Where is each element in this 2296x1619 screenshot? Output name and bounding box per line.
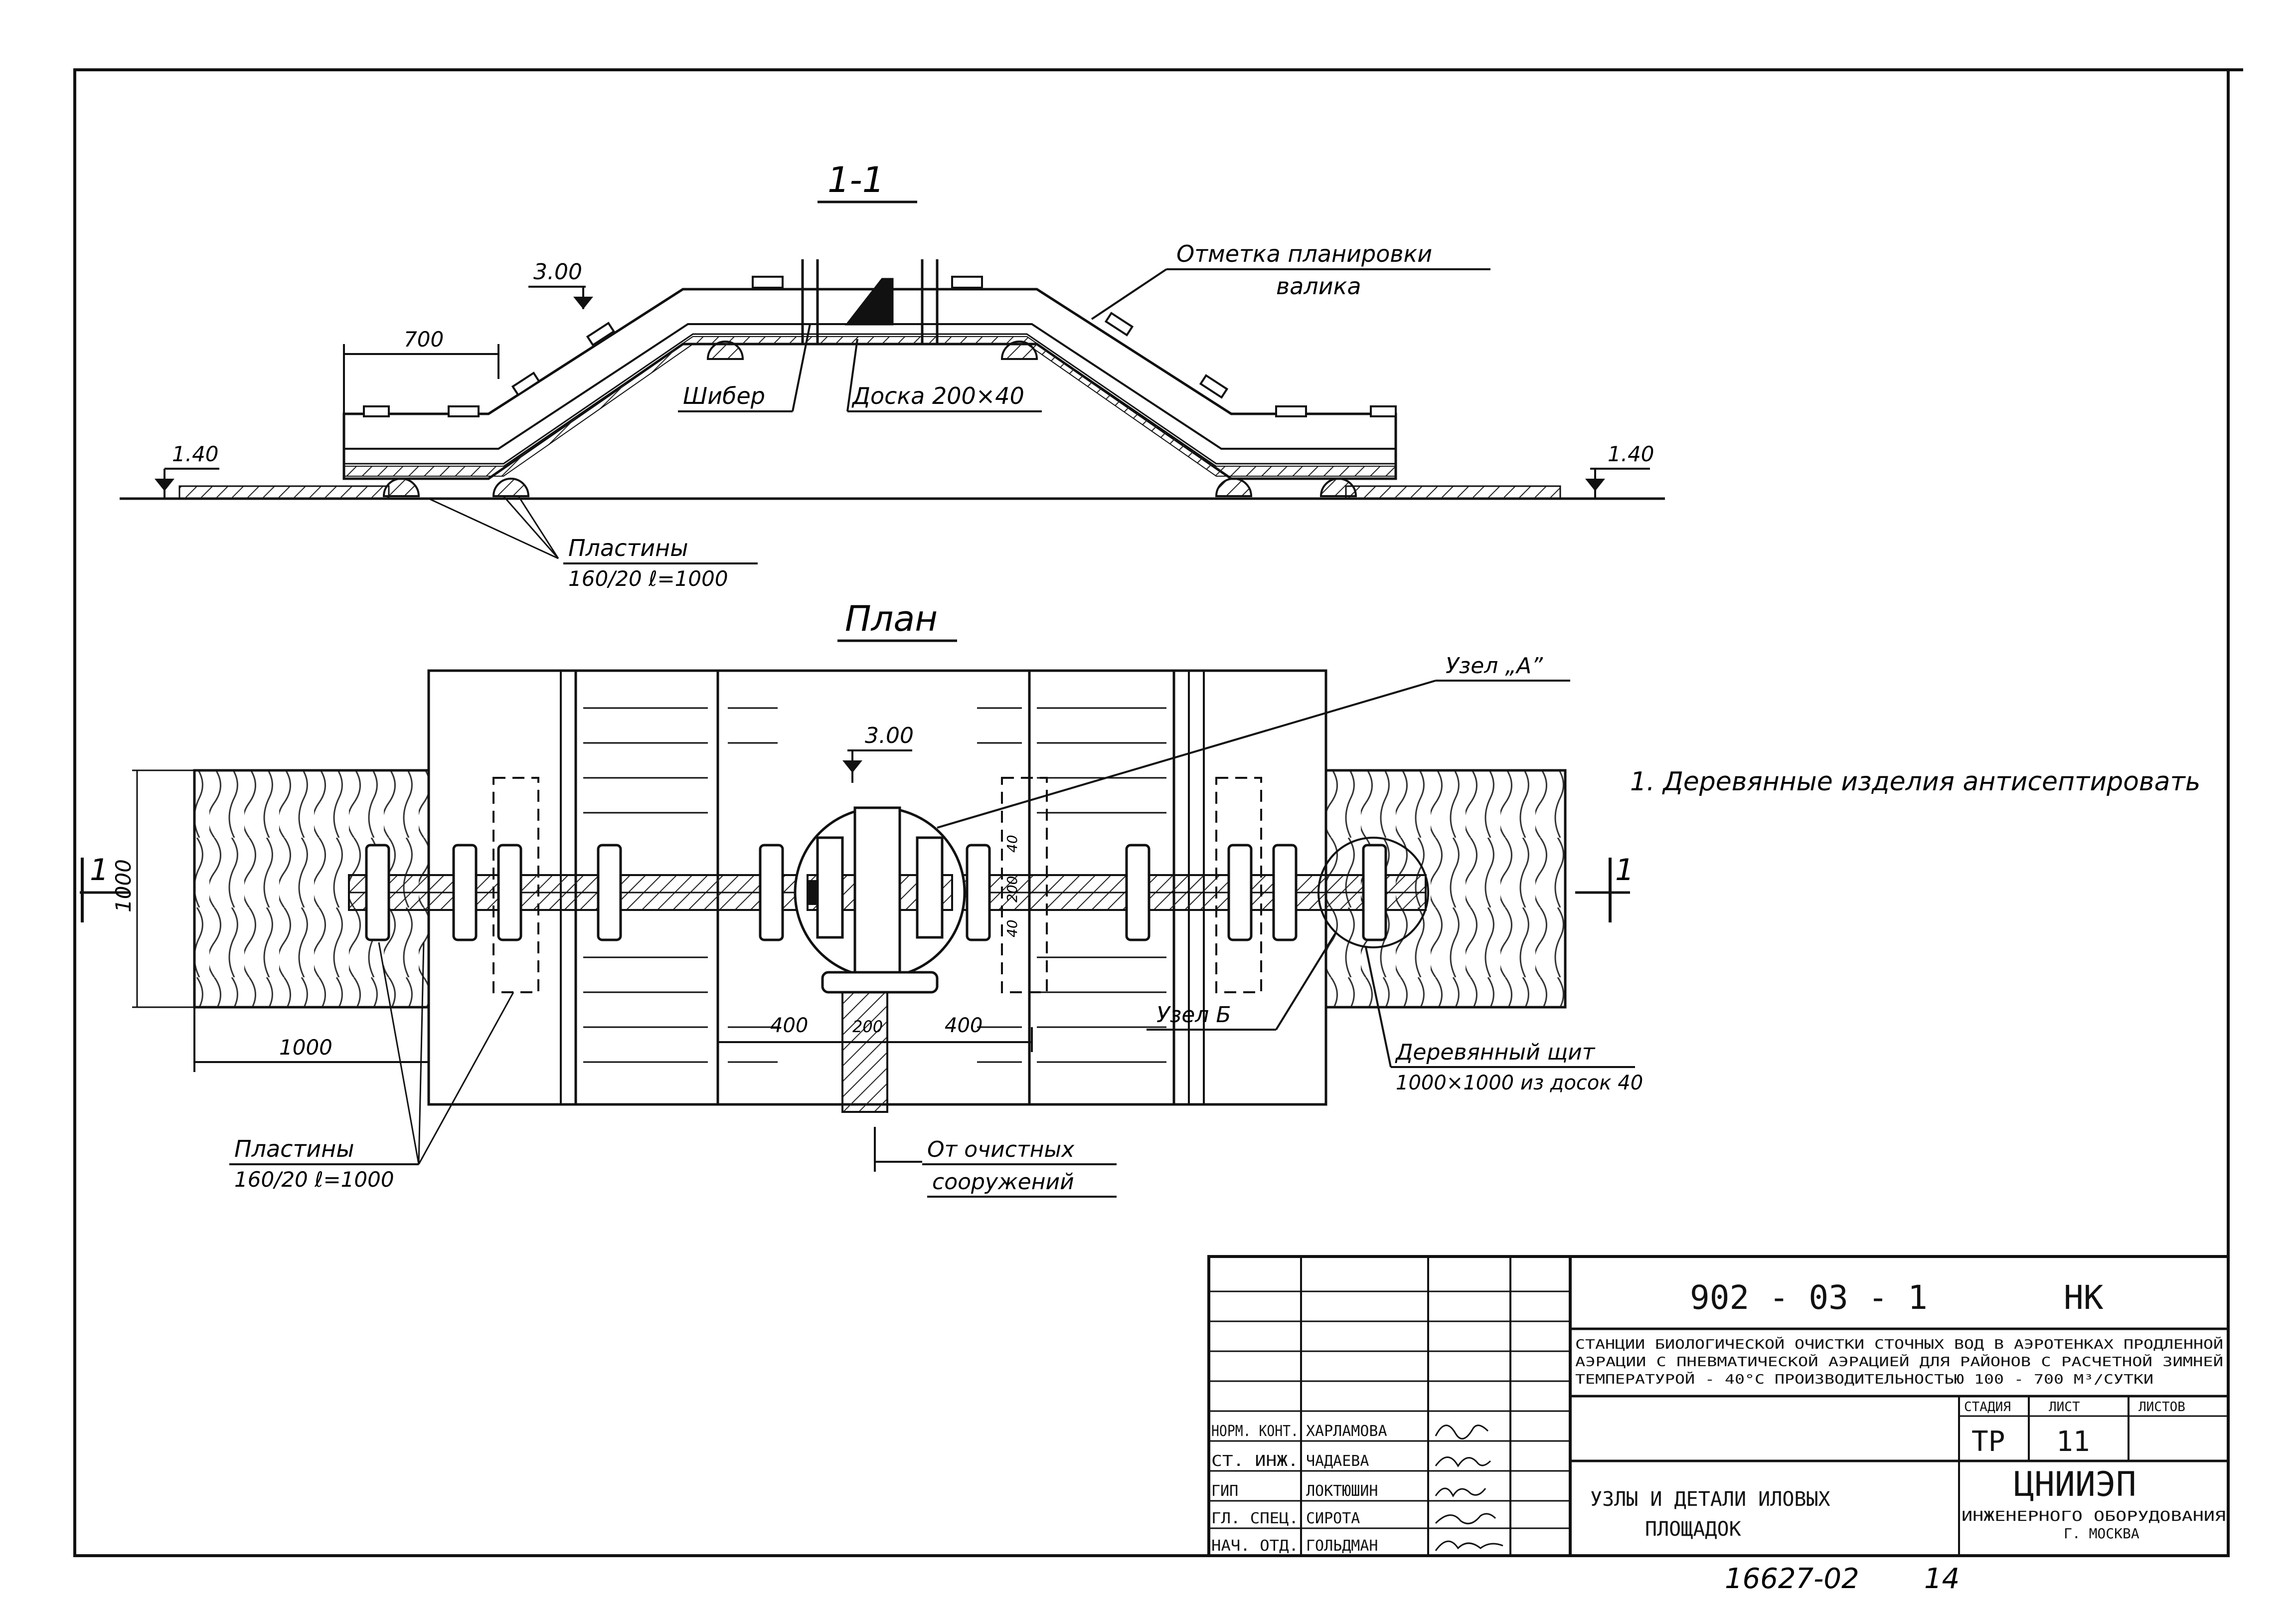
label-from-2: сооружений (932, 1169, 1074, 1195)
inlet-pipe (841, 986, 888, 1113)
dimension-400-left-text: 400 (770, 1014, 808, 1037)
plan-dashed-plates (492, 777, 1262, 993)
node-a-detail (794, 806, 966, 994)
label-from: От очистных (927, 1137, 1075, 1162)
plan-title: План (845, 598, 938, 639)
role-1: СТ. ИНЖ. (1211, 1452, 1299, 1470)
level-mark-top: 3.00 (528, 259, 593, 309)
dimension-1000-horizontal-text: 1000 (279, 1035, 332, 1060)
column-sheets: ЛИСТОВ (2138, 1400, 2185, 1415)
plan-view: План (80, 598, 1643, 1198)
title-block-text: 902 - 03 - 1 НК СТАНЦИИ БИОЛОГИЧЕСКОЙ ОЧ… (1211, 1278, 2226, 1555)
sheet-title-1: УЗЛЫ И ДЕТАЛИ ИЛОВЫХ (1590, 1488, 1830, 1511)
dimension-400-200-400 (717, 1027, 1033, 1052)
sheet-frame (73, 68, 2243, 1557)
plan-level-mark-text: 3.00 (865, 723, 914, 748)
label-plan-plates: Пластины (234, 1135, 354, 1162)
label-board: Доска 200×40 (851, 382, 1024, 409)
plan-clamps (365, 844, 1387, 941)
label-section-plates-2: 160/20 ℓ=1000 (568, 566, 728, 591)
project-desc-2: АЭРАЦИИ С ПНЕВМАТИЧЕСКОЙ АЭРАЦИЕЙ ДЛЯ РА… (1575, 1354, 2223, 1370)
name-1: ЧАДАЕВА (1306, 1452, 1369, 1470)
section-clips (363, 276, 1397, 417)
plan-board-lines (583, 707, 1166, 1063)
role-2: ГИП (1211, 1482, 1238, 1500)
title-block (1207, 1255, 2230, 1557)
section-title: 1-1 (827, 160, 884, 200)
section-view: 1-1 (120, 160, 1665, 591)
sheet-title-2: ПЛОЩАДОК (1645, 1518, 1741, 1541)
embankment-body (342, 288, 1397, 480)
level-mark-left: 1.40 (155, 442, 219, 499)
label-gate: Шибер (683, 382, 765, 409)
dimension-700-text: 700 (404, 327, 444, 352)
org-line-2: ИНЖЕНЕРНОГО ОБОРУДОВАНИЯ (1962, 1508, 2226, 1524)
name-3: СИРОТА (1306, 1510, 1360, 1527)
section-pipes (382, 341, 1357, 497)
name-0: ХАРЛАМОВА (1306, 1423, 1387, 1440)
page-number: 14 (1924, 1563, 1960, 1595)
org-line-3: Г. МОСКВА (2064, 1525, 2139, 1542)
label-grade-2: валика (1276, 273, 1361, 300)
gate-posts (801, 259, 939, 344)
node-b-circle (1317, 837, 1429, 948)
section-cut-right: 1 (1575, 853, 1634, 922)
dimension-1000-vertical: 1000 (111, 859, 136, 912)
dimension-small-b: 200 (1004, 876, 1020, 902)
column-sheet: ЛИСТ (2049, 1400, 2080, 1415)
stage-value: ТР (1971, 1426, 2005, 1458)
role-4: НАЧ. ОТД. (1211, 1537, 1299, 1555)
role-0: НОРМ. КОНТ. (1211, 1423, 1299, 1440)
project-desc-1: СТАНЦИИ БИОЛОГИЧЕСКОЙ ОЧИСТКИ СТОЧНЫХ ВО… (1575, 1336, 2223, 1352)
level-mark-right-text: 1.40 (1608, 442, 1654, 466)
column-stage: СТАДИЯ (1964, 1400, 2011, 1415)
name-4: ГОЛЬДМАН (1306, 1537, 1378, 1555)
org-name: ЦНИИЭП (2014, 1465, 2136, 1504)
dimension-1000-horizontal (193, 1007, 430, 1072)
label-node-b: Узел Б (1156, 1002, 1231, 1028)
dimension-small-a: 40 (1004, 835, 1020, 853)
doc-code: 902 - 03 - 1 (1690, 1278, 1928, 1317)
dimension-200-text: 200 (852, 1017, 883, 1036)
dimension-small-c: 40 (1004, 919, 1020, 937)
flow-arrow (874, 1127, 922, 1172)
label-grade: Отметка планировки (1176, 240, 1432, 267)
general-note: 1. Деревянные изделия антисептировать (1630, 767, 2200, 797)
dimension-400-right-text: 400 (945, 1014, 983, 1037)
sheet-value: 11 (2056, 1426, 2090, 1458)
ground-board-right (1345, 485, 1561, 500)
doc-mark: НК (2064, 1278, 2104, 1317)
ground-board-left (178, 485, 390, 500)
label-plan-plates-2: 160/20 ℓ=1000 (234, 1167, 394, 1192)
label-node-a: Узел „А” (1446, 653, 1543, 679)
signatures (1435, 1425, 1503, 1551)
label-shield-2: 1000×1000 из досок 40 (1396, 1072, 1643, 1094)
section-cut-left: 1 (80, 853, 130, 922)
level-mark-right: 1.40 (1585, 442, 1654, 499)
plan-level-mark: 3.00 (842, 723, 914, 783)
label-section-plates: Пластины (568, 535, 688, 561)
label-shield: Деревянный щит (1395, 1040, 1596, 1065)
level-mark-top-text: 3.00 (533, 259, 582, 285)
archive-number: 16627-02 (1725, 1563, 1859, 1595)
name-2: ЛОКТЮШИН (1306, 1482, 1378, 1500)
level-mark-left-text: 1.40 (172, 442, 219, 466)
dimension-700 (343, 344, 499, 414)
section-cut-right-text: 1 (1615, 853, 1634, 888)
role-3: ГЛ. СПЕЦ. (1211, 1510, 1299, 1527)
project-desc-3: ТЕМПЕРАТУРОЙ - 40°С ПРОИЗВОДИТЕЛЬНОСТЬЮ … (1575, 1371, 2153, 1387)
section-cut-left-text: 1 (90, 853, 109, 888)
